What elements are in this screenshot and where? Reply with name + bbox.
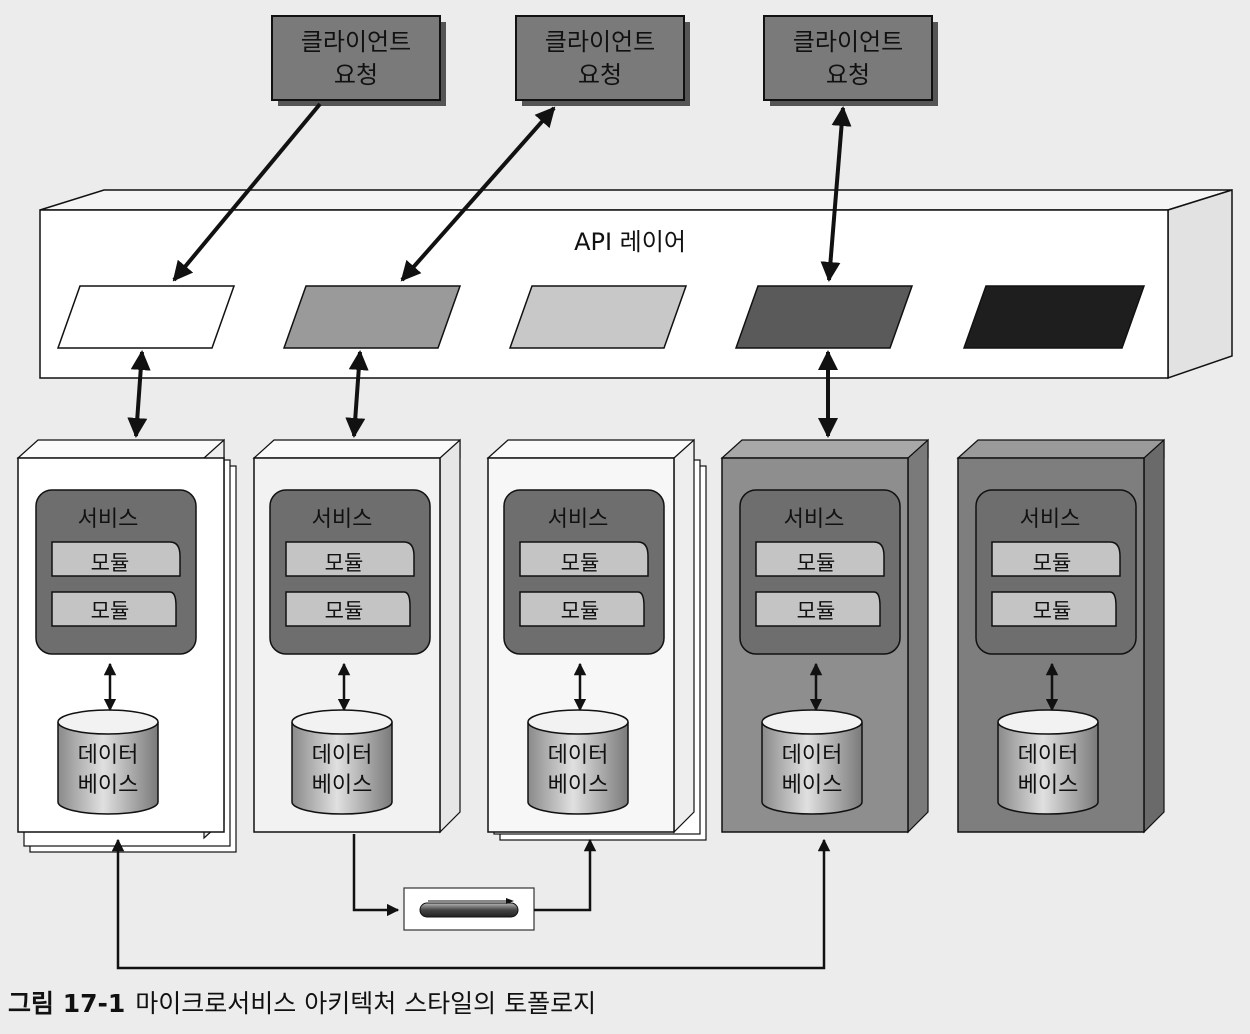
database-label-line1: 데이터 <box>548 743 609 768</box>
arrow-api-service-2 <box>345 350 369 438</box>
api-endpoint-2 <box>282 285 462 349</box>
arrow-service1-service4 <box>111 838 831 970</box>
service-column-1: 서비스 모듈 모듈 데이터 베이스 <box>16 438 237 853</box>
module-label: 모듈 <box>561 599 600 623</box>
api-endpoint-4 <box>734 285 914 349</box>
database-label-line2: 베이스 <box>312 773 373 798</box>
database-label-line2: 베이스 <box>1018 773 1079 798</box>
module-label: 모듈 <box>797 551 836 575</box>
client-request-3: 클라이언트 요청 <box>763 15 938 106</box>
api-endpoint-3 <box>508 285 688 349</box>
module-label: 모듈 <box>325 551 364 575</box>
client-request-label-line2: 요청 <box>334 61 378 89</box>
figure-caption-text: 마이크로서비스 아키텍처 스타일의 토폴로지 <box>135 989 597 1018</box>
database-label-line2: 베이스 <box>548 773 609 798</box>
arrow-client2-api <box>400 106 556 282</box>
service-column-2: 서비스 모듈 모듈 데이터 베이스 <box>252 438 461 834</box>
module-label: 모듈 <box>1033 599 1072 623</box>
module-label: 모듈 <box>1033 551 1072 575</box>
service-column-5: 서비스 모듈 모듈 데이터 베이스 <box>956 438 1165 834</box>
client-request-label-line1: 클라이언트 <box>545 28 655 56</box>
service-column-3: 서비스 모듈 모듈 데이터 베이스 <box>486 438 707 841</box>
client-request-label-line2: 요청 <box>578 61 622 89</box>
message-queue-connector <box>352 834 597 931</box>
client-request-2: 클라이언트 요청 <box>515 15 690 106</box>
api-endpoints <box>56 285 1146 349</box>
database-label-line1: 데이터 <box>782 743 843 768</box>
client-request-1: 클라이언트 요청 <box>271 15 446 106</box>
client-request-label-line2: 요청 <box>826 61 870 89</box>
module-label: 모듈 <box>91 551 130 575</box>
arrow-client1-to-api <box>172 102 322 282</box>
database-label-line1: 데이터 <box>1018 743 1079 768</box>
service-label: 서비스 <box>784 507 845 532</box>
service-column-4: 서비스 모듈 모듈 데이터 베이스 <box>720 438 929 834</box>
service-label: 서비스 <box>312 507 373 532</box>
api-endpoint-1 <box>56 285 236 349</box>
api-layer-label: API 레이어 <box>574 228 686 256</box>
service-label: 서비스 <box>548 507 609 532</box>
figure-number: 그림 17-1 <box>8 989 126 1018</box>
client-request-label-line1: 클라이언트 <box>793 28 903 56</box>
database-label-line2: 베이스 <box>782 773 843 798</box>
figure-caption: 그림 17-1 마이크로서비스 아키텍처 스타일의 토폴로지 <box>8 984 596 1020</box>
database-label-line2: 베이스 <box>78 773 139 798</box>
database-label-line1: 데이터 <box>312 743 373 768</box>
arrow-api-service-1 <box>127 350 151 438</box>
arrow-client3-api <box>820 106 852 282</box>
module-label: 모듈 <box>797 599 836 623</box>
database-label-line1: 데이터 <box>78 743 139 768</box>
api-layer: API 레이어 <box>39 188 1233 380</box>
client-request-label-line1: 클라이언트 <box>301 28 411 56</box>
module-label: 모듈 <box>325 599 364 623</box>
service-label: 서비스 <box>78 507 139 532</box>
service-label: 서비스 <box>1020 507 1081 532</box>
api-endpoint-5 <box>962 285 1146 349</box>
module-label: 모듈 <box>91 599 130 623</box>
module-label: 모듈 <box>561 551 600 575</box>
